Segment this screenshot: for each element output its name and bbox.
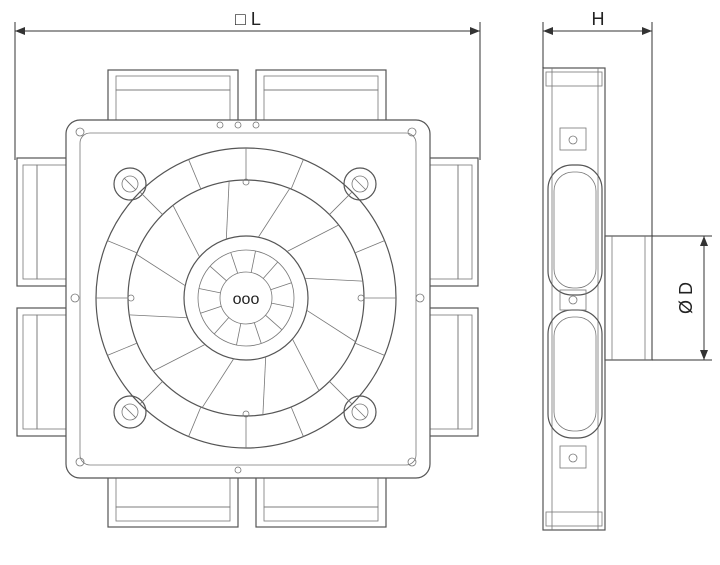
ring-rib: [139, 191, 163, 215]
side-body: [542, 67, 606, 531]
hub-blade: [262, 261, 279, 279]
side-view: [542, 67, 653, 531]
ring-rib: [107, 342, 138, 356]
hub-blade: [236, 323, 242, 346]
hub-blade: [230, 252, 239, 274]
ring-rib: [354, 342, 385, 356]
hub-knob-text: ooo: [233, 291, 260, 308]
clip-icon: [234, 466, 242, 474]
fan-spoke: [136, 253, 186, 287]
hub-blade: [200, 305, 222, 314]
clip-icon: [234, 121, 242, 129]
clip-icon: [70, 293, 80, 303]
hub-blade: [250, 250, 256, 273]
dimension-d-label: Ø D: [676, 282, 696, 314]
fan-spoke: [257, 188, 291, 238]
dimension-h-label: H: [592, 9, 605, 29]
fan-spoke: [172, 205, 200, 258]
hub-blade: [271, 302, 294, 308]
dimension-h: H: [542, 9, 653, 236]
hub-blade: [213, 317, 230, 335]
hub-blade: [198, 288, 221, 294]
hub-blade: [270, 282, 292, 291]
fan-spoke: [306, 309, 356, 343]
pin-icon: [357, 294, 365, 302]
clip-icon: [252, 121, 260, 129]
hub-blade: [265, 314, 283, 331]
ring-rib: [329, 191, 353, 215]
fan-spoke: [286, 224, 339, 252]
pin-icon: [127, 294, 135, 302]
fan-spoke: [153, 344, 206, 372]
hub-ring: [183, 235, 309, 361]
clip-icon: [216, 121, 224, 129]
pin-icon: [242, 410, 250, 418]
fan-spoke: [304, 277, 363, 282]
ring-rib: [354, 240, 385, 254]
corner-screw-top-left: [113, 167, 147, 201]
ring-rib: [139, 381, 163, 405]
corner-screw-bottom-left: [113, 395, 147, 429]
hole-icon: [407, 457, 417, 467]
ring-rib: [188, 159, 202, 190]
dimension-l: □ L: [14, 9, 481, 160]
front-view: ooo: [16, 69, 479, 528]
hole-icon: [75, 457, 85, 467]
hub-inner-ring: [197, 249, 295, 347]
fan-spoke: [262, 356, 267, 415]
ring-rib: [107, 240, 138, 254]
hole-icon: [407, 127, 417, 137]
dimension-d: Ø D: [652, 235, 712, 361]
screw-icon: [568, 453, 578, 463]
fan-spoke: [201, 358, 235, 408]
hub-blade: [253, 322, 262, 344]
pin-icon: [242, 178, 250, 186]
side-port-upper: [547, 164, 603, 296]
fan-spoke: [129, 314, 188, 319]
ring-rib: [329, 381, 353, 405]
screw-icon: [568, 295, 578, 305]
hole-icon: [75, 127, 85, 137]
hub-blade: [209, 265, 227, 282]
fan-spokes: [96, 148, 396, 448]
dimension-l-label: □ L: [235, 9, 261, 29]
clip-icon: [415, 293, 425, 303]
screw-icon: [568, 135, 578, 145]
ring-rib: [188, 406, 202, 437]
hub-knob: [219, 271, 273, 325]
fan-spoke: [292, 338, 320, 391]
ring-rib: [290, 159, 304, 190]
fan-spoke: [225, 181, 230, 240]
ring-rib: [290, 406, 304, 437]
side-outlet: [604, 235, 653, 361]
